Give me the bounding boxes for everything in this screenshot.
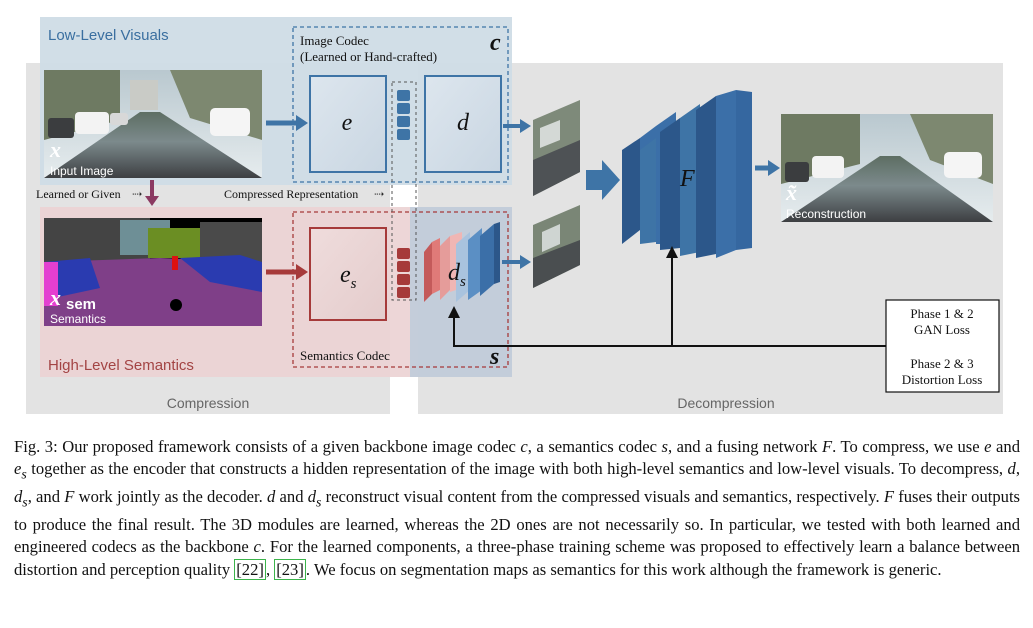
semantics-codec-label: Semantics Codec [300,348,390,363]
encoder-e-box [309,75,387,173]
image-codec-title: Image Codec [300,33,369,48]
decoder-ds-label: ds [448,260,466,290]
loss-feedback-arrow-F [666,246,678,258]
semantics-codec-box [292,211,509,368]
figure-caption: Fig. 3: Our proposed framework consists … [14,437,1021,580]
code-block-blue-1 [397,90,410,101]
phase23-line1: Phase 2 & 3 [910,356,973,371]
encoder-e-label: e [342,110,353,136]
compressed-rep-column [391,81,417,301]
into-F-arrow [586,160,620,200]
compressed-rep-arrow: ⇢ [374,187,384,201]
d-to-output-arrow-head [520,119,531,133]
sem-sub: sem [66,296,96,313]
semantic-generation-arrow-head [145,196,159,206]
image-codec-box [292,26,509,183]
compression-label: Compression [167,395,249,411]
code-block-red-3 [397,274,410,285]
citation-22-link[interactable]: [22] [234,558,266,580]
encoder-es-label: es [340,262,357,292]
citation-23-link[interactable]: [23] [274,558,306,580]
d-output-image [533,100,580,196]
code-block-red-1 [397,248,410,259]
learned-or-given-label: Learned or Given [36,187,121,201]
loss-feedback-arrow-ds [448,306,460,318]
decoder-d-box [424,75,502,173]
fuse-F-label: F [679,166,695,192]
input-image [44,70,262,178]
loss-feedback-line [453,316,886,347]
sem-symbol: x [49,285,61,310]
image-codec-sub: (Learned or Hand-crafted) [300,49,437,64]
sem-label: Semantics [50,312,106,326]
compressed-rep-label: Compressed Representation [224,187,358,201]
recon-symbol: x̃ [785,180,797,205]
code-block-red-4 [397,287,410,298]
decoder-d-label: d [457,110,470,136]
decoder-ds-module [424,222,500,302]
input-to-e-arrow-head [296,115,308,131]
ds-output-image [533,205,580,288]
learned-or-given-arrow: ⇢ [132,187,142,201]
phase23-line2: Distortion Loss [902,372,983,387]
phase12-line1: Phase 1 & 2 [910,306,973,321]
encoder-es-box [309,227,387,321]
ds-to-output-arrow-head [520,255,531,269]
recon-label: Reconstruction [786,207,866,221]
decompression-label: Decompression [677,395,774,411]
code-block-blue-2 [397,103,410,114]
low-level-label: Low-Level Visuals [48,27,169,44]
phase12-line2: GAN Loss [914,322,970,337]
high-level-label: High-Level Semantics [48,357,194,374]
code-block-blue-4 [397,129,410,140]
F-to-recon-arrow-head [768,160,780,176]
sem-to-es-arrow-head [296,264,308,280]
code-block-red-2 [397,261,410,272]
semantic-map-image [44,218,262,326]
fusing-network-F [622,90,752,258]
framework-figure: Low-Level Visuals High-Level Semantics C… [26,17,1003,414]
image-codec-symbol: c [490,30,501,56]
input-symbol: x [49,137,61,162]
reconstruction-image [781,114,993,222]
semantics-codec-symbol: s [489,344,499,370]
loss-box [885,299,1000,393]
code-block-blue-3 [397,116,410,127]
input-label: Input Image [50,164,114,178]
